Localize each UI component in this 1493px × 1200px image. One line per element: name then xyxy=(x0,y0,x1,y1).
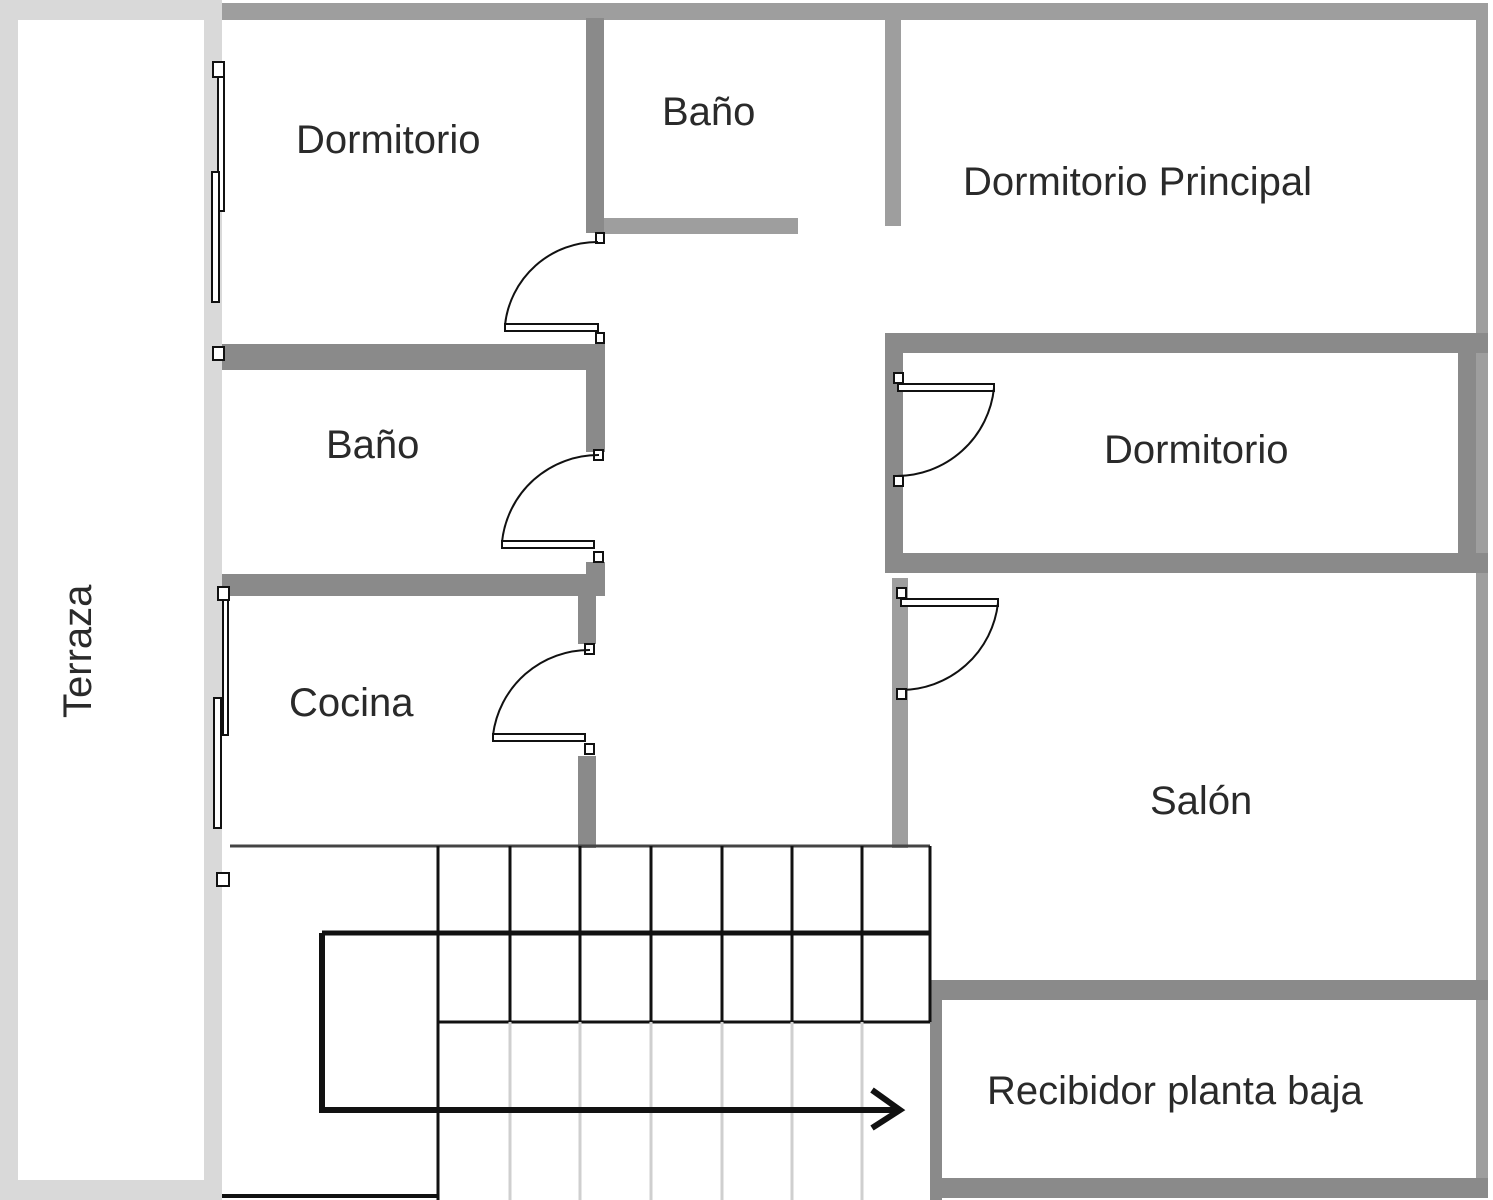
windows xyxy=(211,61,230,887)
room-label-bano: Baño xyxy=(662,90,756,134)
terrace-label: Terraza xyxy=(56,584,100,718)
room-label-dormitorio-principal: Dormitorio Principal xyxy=(963,160,1312,204)
room-label-salon: Salón xyxy=(1150,779,1253,823)
doors xyxy=(492,232,999,755)
room-label-cocina: Cocina xyxy=(289,681,414,725)
room-label-dormitorio-2: Dormitorio xyxy=(1104,428,1289,472)
staircase xyxy=(222,844,932,1200)
interior-walls xyxy=(222,18,1488,1200)
stair-direction-arrow-icon xyxy=(319,933,906,1131)
room-label-recibidor: Recibidor planta baja xyxy=(987,1069,1363,1113)
terrace-area xyxy=(0,0,222,1200)
room-label-bano-2: Baño xyxy=(326,423,420,467)
room-label-dormitorio: Dormitorio xyxy=(296,118,481,162)
